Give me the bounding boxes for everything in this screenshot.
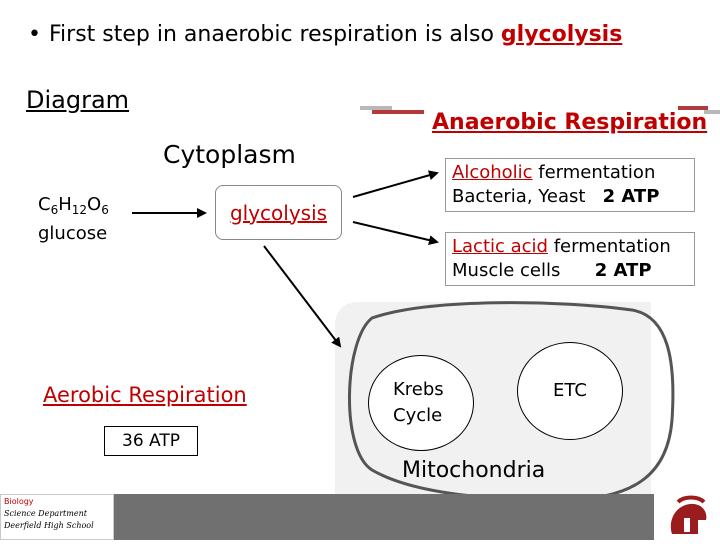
- glycolysis-box: glycolysis: [215, 185, 342, 240]
- alcoholic-fermentation-box: Alcoholic fermentation Bacteria, Yeast 2…: [445, 158, 695, 212]
- school-logo: [654, 494, 720, 540]
- footer-bar: [0, 494, 720, 540]
- anaerobic-title: Anaerobic Respiration: [432, 110, 708, 135]
- lactic-fermentation-box: Lactic acid fermentation Muscle cells 2 …: [445, 232, 695, 286]
- cytoplasm-label: Cytoplasm: [163, 140, 296, 169]
- header-bar-gray-right: [704, 110, 720, 114]
- aerobic-title: Aerobic Respiration: [43, 383, 247, 407]
- spartan-helmet-icon: [670, 495, 707, 534]
- arrow-to-alcoholic: [352, 170, 439, 198]
- alcoholic-line2: Bacteria, Yeast 2 ATP: [452, 186, 660, 207]
- footer-department: Science Department: [4, 509, 87, 518]
- glucose-formula: C6H12O6 glucose: [38, 193, 109, 245]
- diagram-label: Diagram: [26, 86, 130, 114]
- mitochondria-label: Mitochondria: [402, 458, 546, 483]
- arrow-to-lactic: [352, 221, 439, 246]
- etc-circle: ETC: [517, 342, 623, 440]
- footer-school: Deerfield High School: [4, 521, 94, 530]
- lactic-line1: Lactic acid fermentation: [452, 236, 671, 257]
- title-keyword: glycolysis: [500, 22, 623, 47]
- formula-line: C6H12O6: [38, 194, 109, 217]
- title-text: First step in anaerobic respiration is a…: [48, 22, 494, 47]
- krebs-line2: Cycle: [393, 405, 443, 426]
- footer-subject: Biology: [4, 497, 34, 506]
- lactic-line2: Muscle cells 2 ATP: [452, 260, 652, 281]
- title-bullet: •: [28, 22, 41, 47]
- footer-school-block: Biology Science Department Deerfield Hig…: [0, 494, 114, 540]
- slide-title: • First step in anaerobic respiration is …: [28, 22, 622, 47]
- header-bar-red-left: [372, 110, 424, 114]
- krebs-cycle-circle: Krebs Cycle: [368, 355, 474, 451]
- arrow-to-mitochondria: [263, 245, 342, 348]
- header-bar-gray-left: [360, 106, 392, 110]
- header-bar-red-right: [678, 106, 708, 110]
- krebs-line1: Krebs: [393, 379, 444, 400]
- alcoholic-line1: Alcoholic fermentation: [452, 162, 656, 183]
- mitochondria-membrane: [348, 301, 675, 502]
- aerobic-atp-box: 36 ATP: [104, 426, 198, 456]
- glucose-name: glucose: [38, 223, 108, 244]
